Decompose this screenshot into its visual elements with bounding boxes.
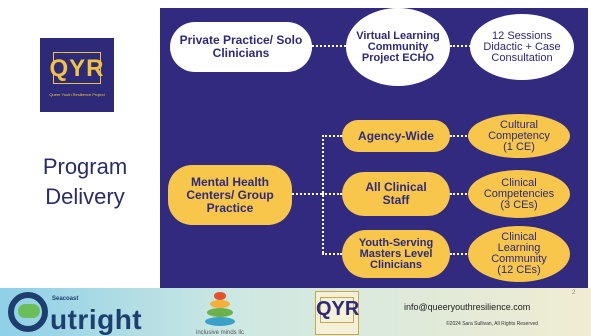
title-line-1: Program [42,154,128,179]
node-agency-wide: Agency-Wide [342,120,450,152]
connector-agency-cultural [450,135,470,137]
stone-red-icon [214,292,226,300]
outright-logo: Seacoast utright [8,290,158,335]
stone-green-icon [207,308,233,317]
stone-blue-icon [205,317,235,326]
inclusive-minds-text: inclusive minds llc [195,330,244,336]
node-all-clinical: All Clinical Staff [342,172,450,216]
qyr-footer-logo: QYR [315,291,359,335]
page-number: 2 [572,290,576,296]
qyr-footer-text: QYR [316,298,360,320]
node-sessions: 12 Sessions Didactic + Case Consultation [470,14,574,80]
inclusive-minds-logo: inclusive minds llc [190,292,250,336]
diagram-panel: Private Practice/ Solo Clinicians Virtua… [160,8,588,288]
stone-orange-icon [210,300,230,308]
qyr-footer-frame [320,297,354,323]
node-youth-serving: Youth-Serving Masters Level Clinicians [342,230,450,278]
outright-seacoast-text: Seacoast [52,296,79,302]
connector-youth [322,253,342,255]
node-cultural-competency: Cultural Competency (1 CE) [468,114,570,158]
qyr-logo-text: QYR [49,55,105,82]
node-clinical-competencies: Clinical Competencies (3 CEs) [468,170,570,218]
connector-agency [322,135,342,137]
connector-allstaff [322,193,342,195]
connector-youth-learning [450,253,470,255]
outright-ring-icon [8,292,48,332]
node-clinical-learning: Clinical Learning Community (12 CEs) [468,226,570,282]
connector-private-echo [312,45,346,47]
connector-mh-trunk [292,193,322,195]
qyr-logo-subtext: Queer Youth Resilience Project [49,92,105,97]
qyr-logo-frame [53,52,101,84]
node-mental-health: Mental Health Centers/ Group Practice [168,165,292,225]
node-private-practice: Private Practice/ Solo Clinicians [170,22,312,72]
contact-email: info@queeryouthresilience.com [404,302,531,312]
node-project-echo: Virtual Learning Community Project ECHO [346,8,450,86]
outright-ring-fill-icon [18,304,40,318]
page-title: Program Delivery [30,152,140,212]
outright-wordmark: utright [50,304,143,335]
connector-allstaff-clinical [450,193,470,195]
footer: Seacoast utright inclusive minds llc QYR… [0,288,591,336]
connector-echo-sessions [450,45,474,47]
qyr-logo: QYR Queer Youth Resilience Project [40,38,114,112]
copyright-text: ©2024 Sara Sullivan, All Rights Reserved [446,321,539,327]
title-line-2: Delivery [45,184,125,209]
left-panel: QYR Queer Youth Resilience Project Progr… [8,8,154,288]
